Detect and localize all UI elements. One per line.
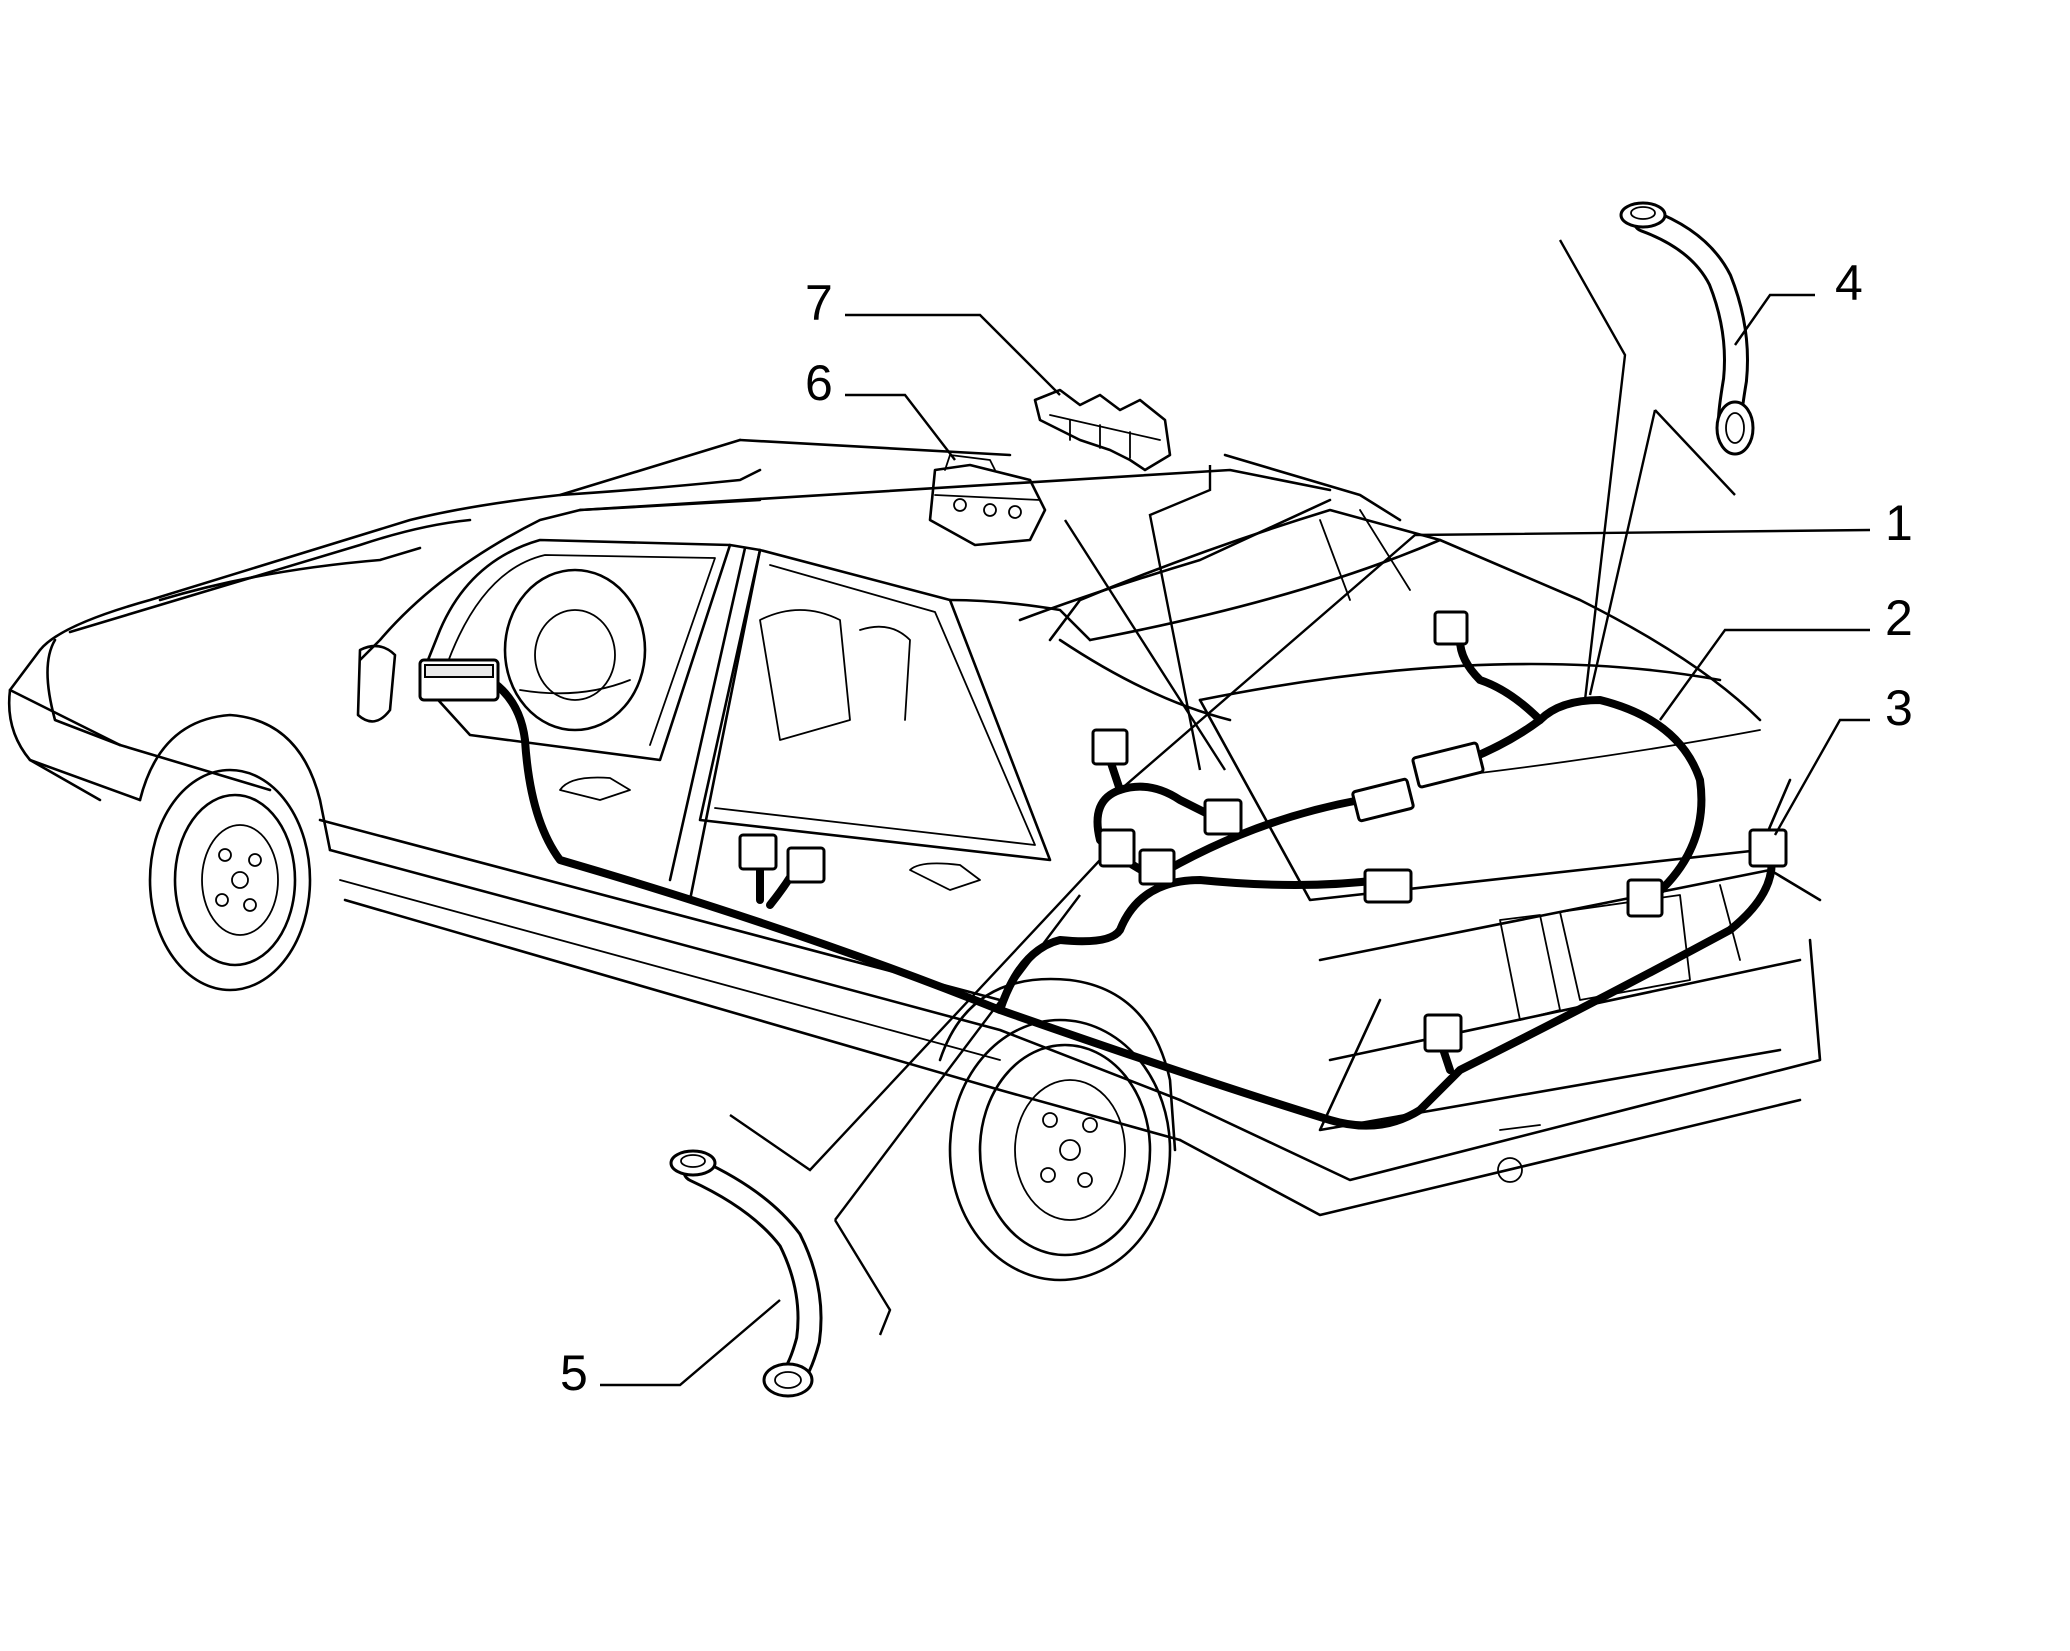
callout-4: 4	[1835, 255, 1863, 311]
connector-shelf-1	[1091, 728, 1129, 766]
callout-1: 1	[1885, 495, 1913, 551]
connector-tail-right	[1748, 828, 1788, 868]
leader-lines	[600, 239, 1871, 1387]
callout-7: 7	[805, 275, 833, 331]
connector-trunk-3	[1411, 741, 1485, 789]
part-5-grommet-cable	[669, 1149, 823, 1398]
callout-5: 5	[560, 1345, 588, 1401]
connector-shelf-3	[1138, 848, 1176, 886]
connector-tail-left	[1423, 1013, 1463, 1053]
connector-door-2	[786, 846, 826, 884]
callout-6: 6	[805, 355, 833, 411]
connector-door-1	[738, 833, 778, 871]
connector-dashboard	[418, 658, 500, 702]
callout-2: 2	[1885, 590, 1913, 646]
connector-trunk-1	[1351, 777, 1415, 823]
connector-shelf-4	[1203, 798, 1243, 836]
connector-shelf-2	[1098, 828, 1136, 868]
harness-connectors	[418, 610, 1788, 1053]
front-wheel	[148, 768, 312, 992]
connector-trunk-4	[1433, 610, 1469, 646]
rear-wheel	[948, 1018, 1172, 1282]
car-body	[7, 438, 1822, 1282]
part-4-grommet-cable	[1619, 201, 1755, 456]
callout-labels: 7 6 1 2 3 4 5	[560, 255, 1913, 1401]
callout-3: 3	[1885, 680, 1913, 736]
part-7-terminal-strip	[1033, 388, 1172, 472]
connector-trunk-lid	[1626, 878, 1664, 918]
main-wiring-harness	[486, 636, 1776, 1130]
part-6-connector-housing	[928, 454, 1047, 547]
connector-trunk-2	[1363, 868, 1413, 904]
